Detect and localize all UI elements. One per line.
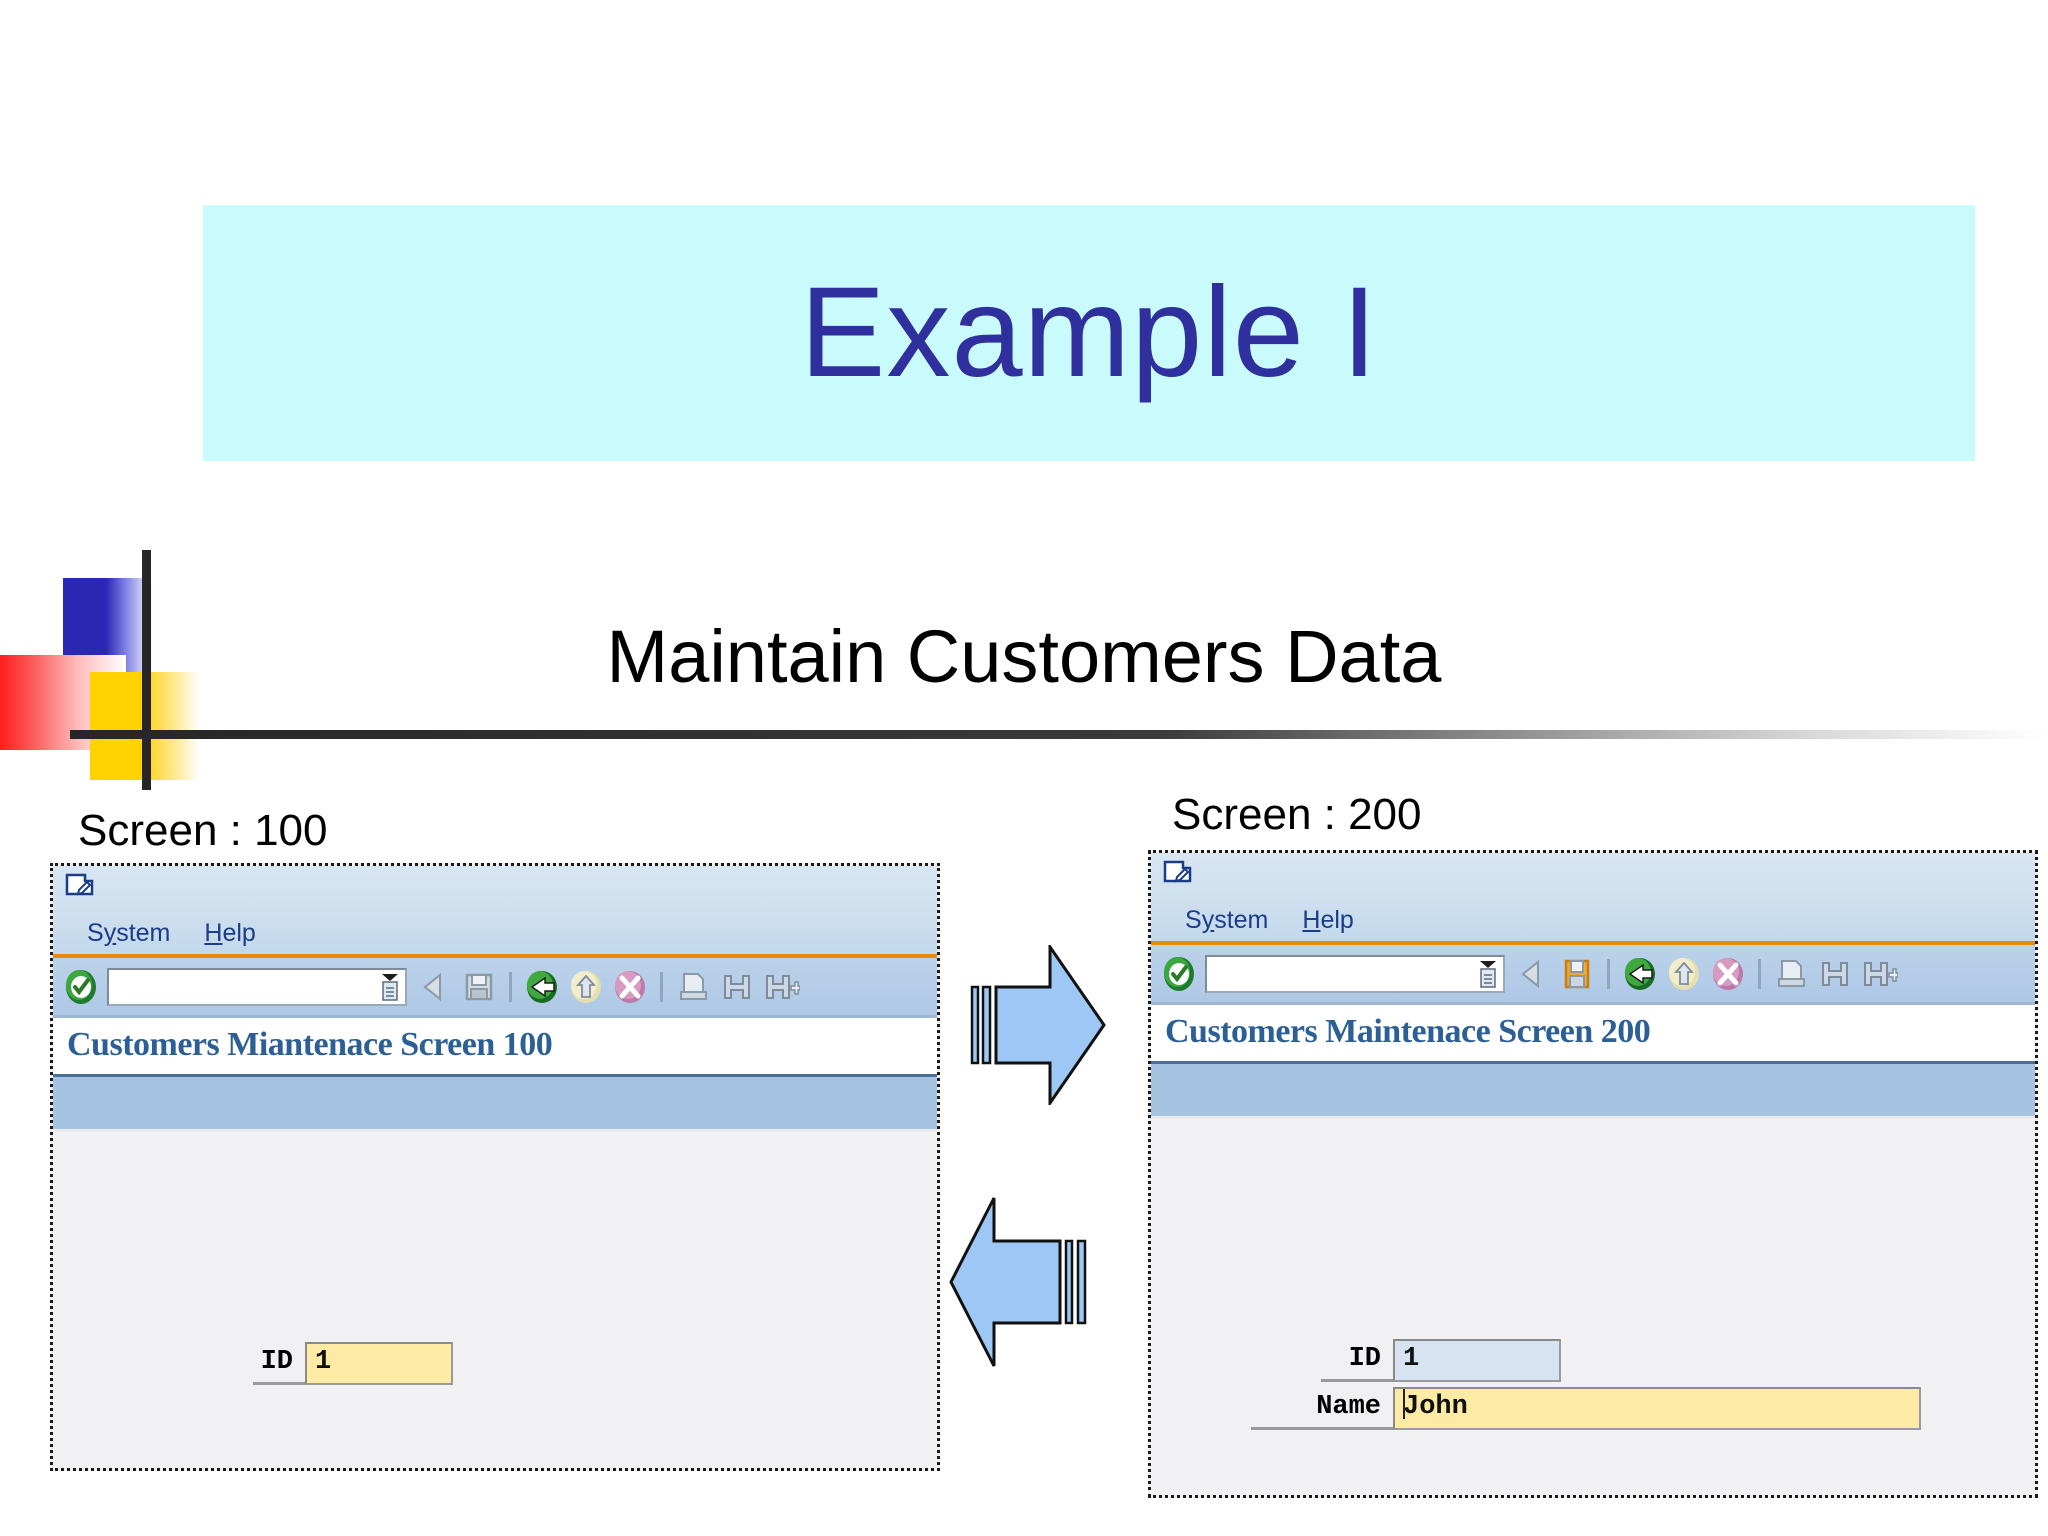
command-dropdown-icon[interactable] xyxy=(1477,960,1499,990)
text-cursor xyxy=(1403,1389,1405,1419)
sap-window-screen-200: System Help xyxy=(1148,850,2038,1498)
arrow-left-icon xyxy=(948,1196,1088,1368)
window-edit-icon xyxy=(1163,860,1193,884)
form-row-id-100: ID 1 xyxy=(253,1342,453,1385)
enter-check-icon[interactable] xyxy=(1160,955,1198,993)
print-icon[interactable] xyxy=(1772,955,1810,993)
sap-100-toolbar xyxy=(53,958,937,1018)
find-next-icon[interactable] xyxy=(1860,955,1899,993)
caption-screen-100: Screen : 100 xyxy=(78,806,328,855)
field-label-name: Name xyxy=(1251,1387,1393,1430)
cancel-x-icon[interactable] xyxy=(611,968,649,1006)
field-input-id[interactable]: 1 xyxy=(1393,1339,1561,1382)
field-input-name-value: John xyxy=(1403,1392,1468,1422)
toolbar-separator xyxy=(1758,958,1761,989)
logo-horizontal-rule xyxy=(70,730,2048,739)
field-input-id[interactable]: 1 xyxy=(305,1342,453,1385)
find-icon[interactable] xyxy=(1816,955,1854,993)
save-disk-icon[interactable] xyxy=(460,968,498,1006)
toolbar-separator xyxy=(660,971,663,1002)
sap-100-body: ID 1 xyxy=(53,1132,937,1468)
find-next-icon[interactable] xyxy=(762,968,801,1006)
sap-100-titlebar xyxy=(53,866,937,912)
command-input-100[interactable] xyxy=(107,967,407,1006)
toolbar-separator xyxy=(1607,958,1610,989)
page-title: Example I xyxy=(799,261,1379,404)
sap-200-menubar: System Help xyxy=(1151,899,2035,945)
menu-item-system[interactable]: System xyxy=(1185,905,1269,934)
menu-item-help[interactable]: Help xyxy=(204,918,256,947)
print-icon[interactable] xyxy=(674,968,712,1006)
logo-vertical-bar xyxy=(142,550,151,790)
window-edit-icon xyxy=(65,873,95,897)
sap-200-app-title: Customers Maintenace Screen 200 xyxy=(1151,1005,2035,1064)
save-disk-icon[interactable] xyxy=(1558,955,1596,993)
field-label-id: ID xyxy=(253,1342,305,1385)
cancel-x-icon[interactable] xyxy=(1709,955,1747,993)
sap-100-menubar: System Help xyxy=(53,912,937,958)
sap-200-titlebar xyxy=(1151,853,2035,899)
decorative-logo xyxy=(0,550,420,790)
field-input-name[interactable]: John xyxy=(1393,1387,1921,1430)
sap-200-blue-strip xyxy=(1151,1064,2035,1119)
slide-title-banner: Example I xyxy=(203,205,1975,461)
enter-check-icon[interactable] xyxy=(62,968,100,1006)
sap-100-blue-strip xyxy=(53,1077,937,1132)
command-input-200[interactable] xyxy=(1205,954,1505,993)
command-dropdown-icon[interactable] xyxy=(379,973,401,1003)
menu-item-help[interactable]: Help xyxy=(1302,905,1354,934)
caption-screen-200: Screen : 200 xyxy=(1172,790,1422,839)
field-label-id: ID xyxy=(1321,1339,1393,1382)
exit-up-icon[interactable] xyxy=(1665,955,1703,993)
back-green-icon[interactable] xyxy=(1621,955,1659,993)
form-row-name-200: Name John xyxy=(1251,1387,1921,1430)
arrow-right-icon xyxy=(968,942,1108,1108)
back-triangle-icon[interactable] xyxy=(416,968,454,1006)
menu-item-system[interactable]: System xyxy=(87,918,171,947)
page-subtitle: Maintain Customers Data xyxy=(606,615,1442,698)
find-icon[interactable] xyxy=(718,968,756,1006)
exit-up-icon[interactable] xyxy=(567,968,605,1006)
back-green-icon[interactable] xyxy=(523,968,561,1006)
sap-window-screen-100: System Help xyxy=(50,863,940,1471)
sap-200-body: ID 1 Name John xyxy=(1151,1119,2035,1495)
toolbar-separator xyxy=(509,971,512,1002)
sap-200-toolbar xyxy=(1151,945,2035,1005)
form-row-id-200: ID 1 xyxy=(1321,1339,1561,1382)
sap-100-app-title: Customers Miantenace Screen 100 xyxy=(53,1018,937,1077)
back-triangle-icon[interactable] xyxy=(1514,955,1552,993)
